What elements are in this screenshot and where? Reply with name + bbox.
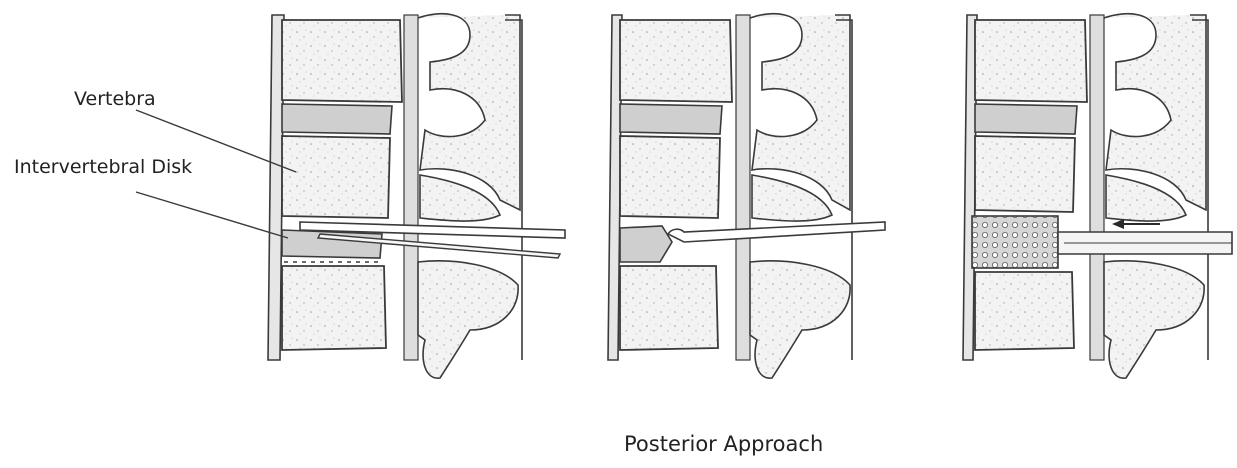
- vertebra-middle: [282, 136, 390, 218]
- spinal-canal: [736, 15, 750, 360]
- vertebra-top: [282, 20, 402, 102]
- disk-upper: [282, 104, 392, 134]
- vertebra-bottom: [975, 272, 1074, 350]
- disk-upper: [620, 104, 722, 134]
- vertebra-top: [975, 20, 1087, 102]
- vertebra-top: [620, 20, 732, 102]
- vertebra-middle: [975, 136, 1075, 212]
- panel-3: [963, 14, 1232, 378]
- vertebra-bottom: [620, 266, 718, 350]
- disk-lower: [282, 230, 382, 258]
- panel-2: [608, 14, 885, 378]
- caption: Posterior Approach: [624, 432, 823, 456]
- disk-lower-partial: [620, 226, 672, 262]
- disk-upper: [975, 104, 1077, 134]
- intervertebral-disk-label: Intervertebral Disk: [14, 156, 192, 178]
- vertebra-label: Vertebra: [74, 88, 156, 110]
- vertebra-bottom: [282, 266, 386, 350]
- vertebra-middle: [620, 136, 720, 218]
- spinal-canal: [404, 15, 418, 360]
- disk-leader: [136, 192, 288, 238]
- panel-1: [136, 14, 565, 378]
- interbody-implant: [972, 216, 1058, 268]
- spinal-canal: [1090, 15, 1104, 360]
